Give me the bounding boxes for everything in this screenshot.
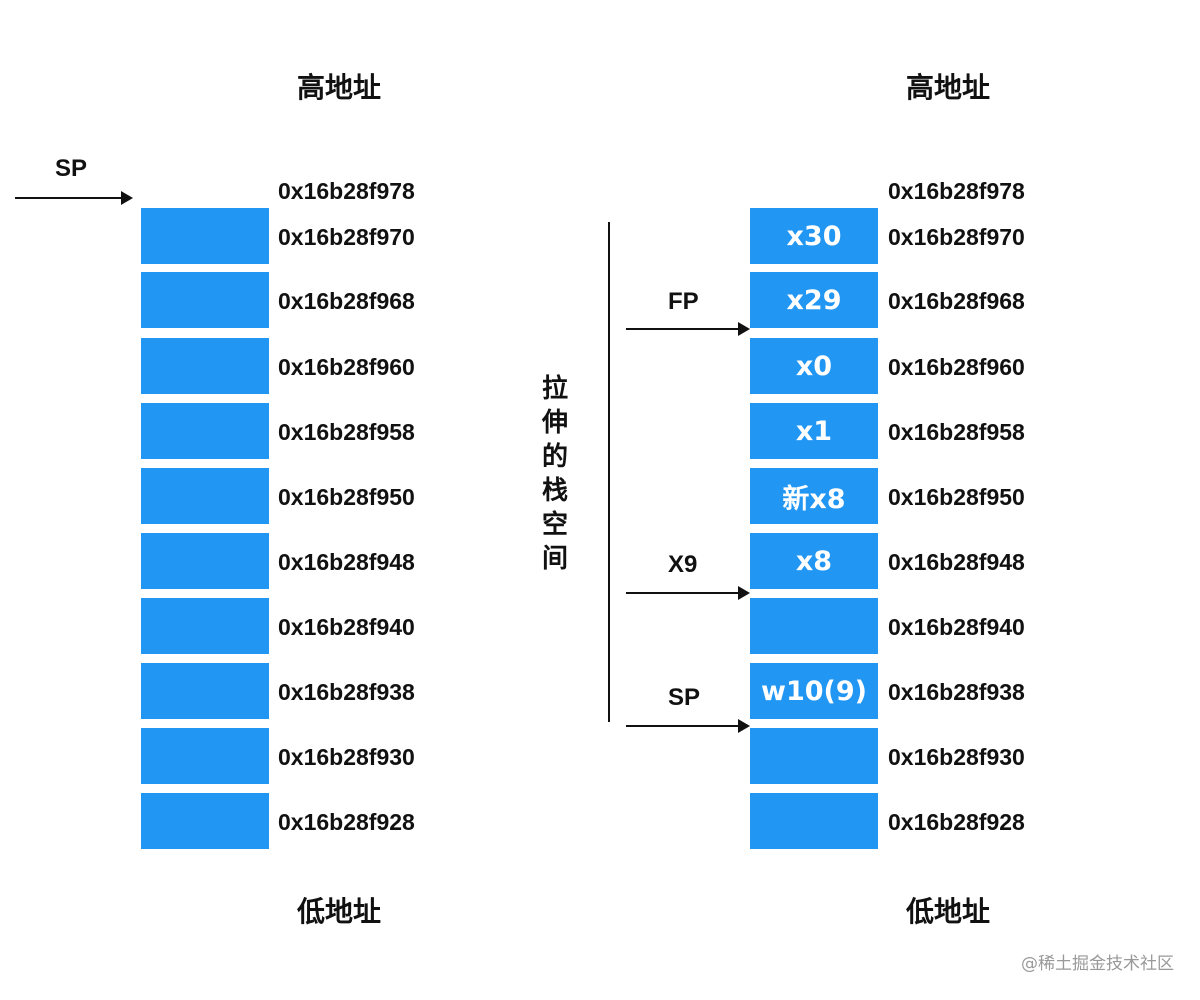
stack-cell-x1: x1	[750, 403, 878, 459]
watermark: @稀土掘金技术社区	[1021, 954, 1174, 974]
fp-pointer-label: FP	[668, 288, 699, 315]
cell-address: 0x16b28f938	[888, 679, 1025, 705]
cell-address: 0x16b28f948	[278, 549, 415, 575]
cell-address: 0x16b28f970	[888, 224, 1025, 250]
low-address-label: 低地址	[906, 895, 991, 928]
stretch-bracket-line	[608, 222, 610, 722]
stack-cell	[141, 208, 269, 264]
cell-address: 0x16b28f930	[278, 744, 415, 770]
stack-cell-x8: x8	[750, 533, 878, 589]
stack-cell-w10: w10(9)	[750, 663, 878, 719]
cell-address: 0x16b28f940	[278, 614, 415, 640]
cell-address: 0x16b28f970	[278, 224, 415, 250]
cell-address: 0x16b28f928	[278, 809, 415, 835]
cell-address: 0x16b28f968	[888, 288, 1025, 314]
x9-arrow	[626, 586, 750, 600]
stack-cell	[141, 663, 269, 719]
cell-address: 0x16b28f968	[278, 288, 415, 314]
stack-cell	[141, 598, 269, 654]
sp-pointer-label: SP	[55, 155, 88, 182]
high-address-label: 高地址	[297, 71, 382, 104]
cell-address: 0x16b28f928	[888, 809, 1025, 835]
stack-cell	[750, 793, 878, 849]
cell-address: 0x16b28f958	[888, 419, 1025, 445]
sp-arrow	[15, 191, 133, 205]
stack-cell	[141, 272, 269, 328]
cell-address: 0x16b28f960	[278, 354, 415, 380]
low-address-label: 低地址	[297, 895, 382, 928]
cell-address: 0x16b28f938	[278, 679, 415, 705]
cell-address: 0x16b28f950	[888, 484, 1025, 510]
stack-cell	[141, 403, 269, 459]
stretch-label: 拉伸的栈空间	[541, 374, 568, 574]
stack-cell	[141, 793, 269, 849]
sp-pointer-label: SP	[668, 684, 701, 711]
cell-address: 0x16b28f958	[278, 419, 415, 445]
top-address: 0x16b28f978	[888, 178, 1025, 204]
stack-cell-new-x8: 新x8	[750, 468, 878, 524]
cell-address: 0x16b28f950	[278, 484, 415, 510]
stack-cell	[141, 338, 269, 394]
stack-cell	[141, 533, 269, 589]
stack-cell	[750, 598, 878, 654]
x9-pointer-label: X9	[668, 551, 698, 578]
fp-arrow	[626, 322, 750, 336]
stack-cell-x30: x30	[750, 208, 878, 264]
stack-cell	[750, 728, 878, 784]
left-stack: 高地址 SP 0x16b28f978 0x16b28f970 0x16b28f9…	[15, 71, 415, 928]
stack-cell	[141, 728, 269, 784]
stack-cell-x29: x29	[750, 272, 878, 328]
cell-address: 0x16b28f940	[888, 614, 1025, 640]
right-stack: 高地址 0x16b28f978 拉伸的栈空间 FP X9 SP x30 0x16…	[542, 0, 1200, 1000]
stack-cell	[141, 468, 269, 524]
cell-address: 0x16b28f948	[888, 549, 1025, 575]
cell-address: 0x16b28f960	[888, 354, 1025, 380]
sp-arrow	[626, 719, 750, 733]
stack-cell-x0: x0	[750, 338, 878, 394]
cell-address: 0x16b28f930	[888, 744, 1025, 770]
top-address: 0x16b28f978	[278, 178, 415, 204]
high-address-label: 高地址	[906, 71, 991, 104]
